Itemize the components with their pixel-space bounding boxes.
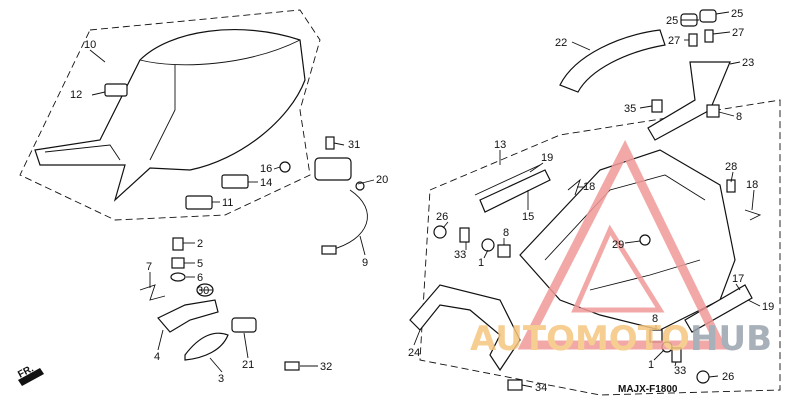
watermark: AUTOMOTO HUB (470, 139, 772, 359)
callout-25a: 25 (666, 15, 678, 27)
callout-29: 29 (612, 239, 624, 251)
stay-24 (409, 284, 521, 372)
bolt-34 (507, 379, 523, 391)
grab-rail-23 (647, 61, 731, 141)
callout-32: 32 (320, 361, 332, 373)
callout-30: 30 (197, 285, 209, 297)
callout-6: 6 (197, 272, 203, 284)
callout-18b: 18 (746, 179, 758, 191)
callout-5: 5 (197, 258, 203, 270)
callout-35: 35 (624, 103, 636, 115)
grommet-26b (696, 370, 710, 384)
callout-19a: 19 (541, 152, 553, 164)
diagram-code: MAJX-F1800 (618, 384, 678, 395)
seat (34, 28, 306, 202)
bolt-33a (459, 227, 470, 243)
tail-light-13 (474, 164, 541, 196)
callout-23: 23 (742, 57, 754, 69)
callout-1b: 1 (648, 359, 654, 371)
bolt-27a (688, 33, 698, 47)
bolt-2 (172, 237, 184, 251)
spring-18b (744, 209, 762, 221)
washer-6 (170, 272, 186, 282)
callout-8a: 8 (736, 111, 742, 123)
callout-11: 11 (222, 197, 233, 209)
callout-7: 7 (146, 261, 152, 273)
seat-damper-14 (221, 174, 249, 189)
collar-1a (481, 238, 495, 252)
callout-9: 9 (362, 257, 368, 269)
cap-25b (699, 9, 717, 23)
callout-10: 10 (84, 39, 96, 51)
side-cover-17 (684, 284, 753, 333)
callout-25b: 25 (731, 8, 743, 20)
callout-1a: 1 (478, 257, 484, 269)
cover-3 (184, 332, 229, 361)
callout-18a: 18 (583, 181, 595, 193)
seat-lock-cable-9 (321, 189, 368, 255)
callout-8c: 8 (652, 313, 658, 325)
spring-18a (567, 178, 581, 196)
callout-13: 13 (494, 139, 506, 151)
grommet-29 (639, 234, 651, 246)
callout-3: 3 (218, 373, 224, 385)
callout-28: 28 (725, 161, 737, 173)
callout-14: 14 (260, 177, 272, 189)
screw-32 (284, 361, 300, 371)
callout-26b: 26 (722, 371, 734, 383)
seat-lock-20 (314, 157, 365, 191)
grab-rail-22 (559, 29, 666, 93)
callout-33b: 33 (674, 365, 686, 377)
callout-19b: 19 (762, 301, 774, 313)
seat-hook-12 (104, 83, 128, 97)
callout-8b: 8 (503, 227, 509, 239)
callout-12: 12 (70, 89, 82, 101)
nut-8a (706, 104, 720, 118)
nut-8b (497, 244, 511, 258)
watermark-text-a: AUTOMOTO (470, 319, 690, 359)
callout-labels: 10 12 31 16 14 20 11 9 2 5 6 30 7 4 3 21… (70, 8, 774, 394)
front-arrow (18, 368, 44, 386)
callout-26a: 26 (436, 211, 448, 223)
callout-31: 31 (348, 139, 360, 151)
bolt-35 (651, 99, 663, 113)
watermark-text-b: HUB (690, 319, 772, 359)
bracket-4 (157, 299, 219, 333)
callout-20: 20 (376, 174, 388, 186)
spring-clip-7 (139, 284, 166, 301)
bolt-27b (704, 29, 714, 43)
nut-16 (279, 161, 291, 173)
callout-2: 2 (197, 238, 203, 250)
seat-group-boundary (19, 9, 321, 221)
spring-5 (171, 257, 185, 269)
callout-27b: 27 (732, 27, 744, 39)
callout-24: 24 (408, 347, 420, 359)
callout-33a: 33 (454, 249, 466, 261)
bolt-31 (325, 136, 335, 150)
callout-16: 16 (260, 163, 272, 175)
seat-damper-11 (185, 195, 213, 210)
callout-27a: 27 (668, 35, 680, 47)
tail-light-lens-15 (479, 169, 551, 213)
frame-group-boundary (419, 99, 781, 396)
callout-17: 17 (732, 273, 744, 285)
key-cylinder-21 (231, 317, 257, 333)
grommet-26a (433, 225, 447, 239)
callout-21: 21 (242, 359, 254, 371)
callout-22: 22 (555, 37, 567, 49)
callout-15: 15 (522, 211, 534, 223)
callout-34: 34 (535, 382, 547, 394)
leader-lines (89, 11, 761, 388)
callout-4: 4 (154, 351, 160, 363)
